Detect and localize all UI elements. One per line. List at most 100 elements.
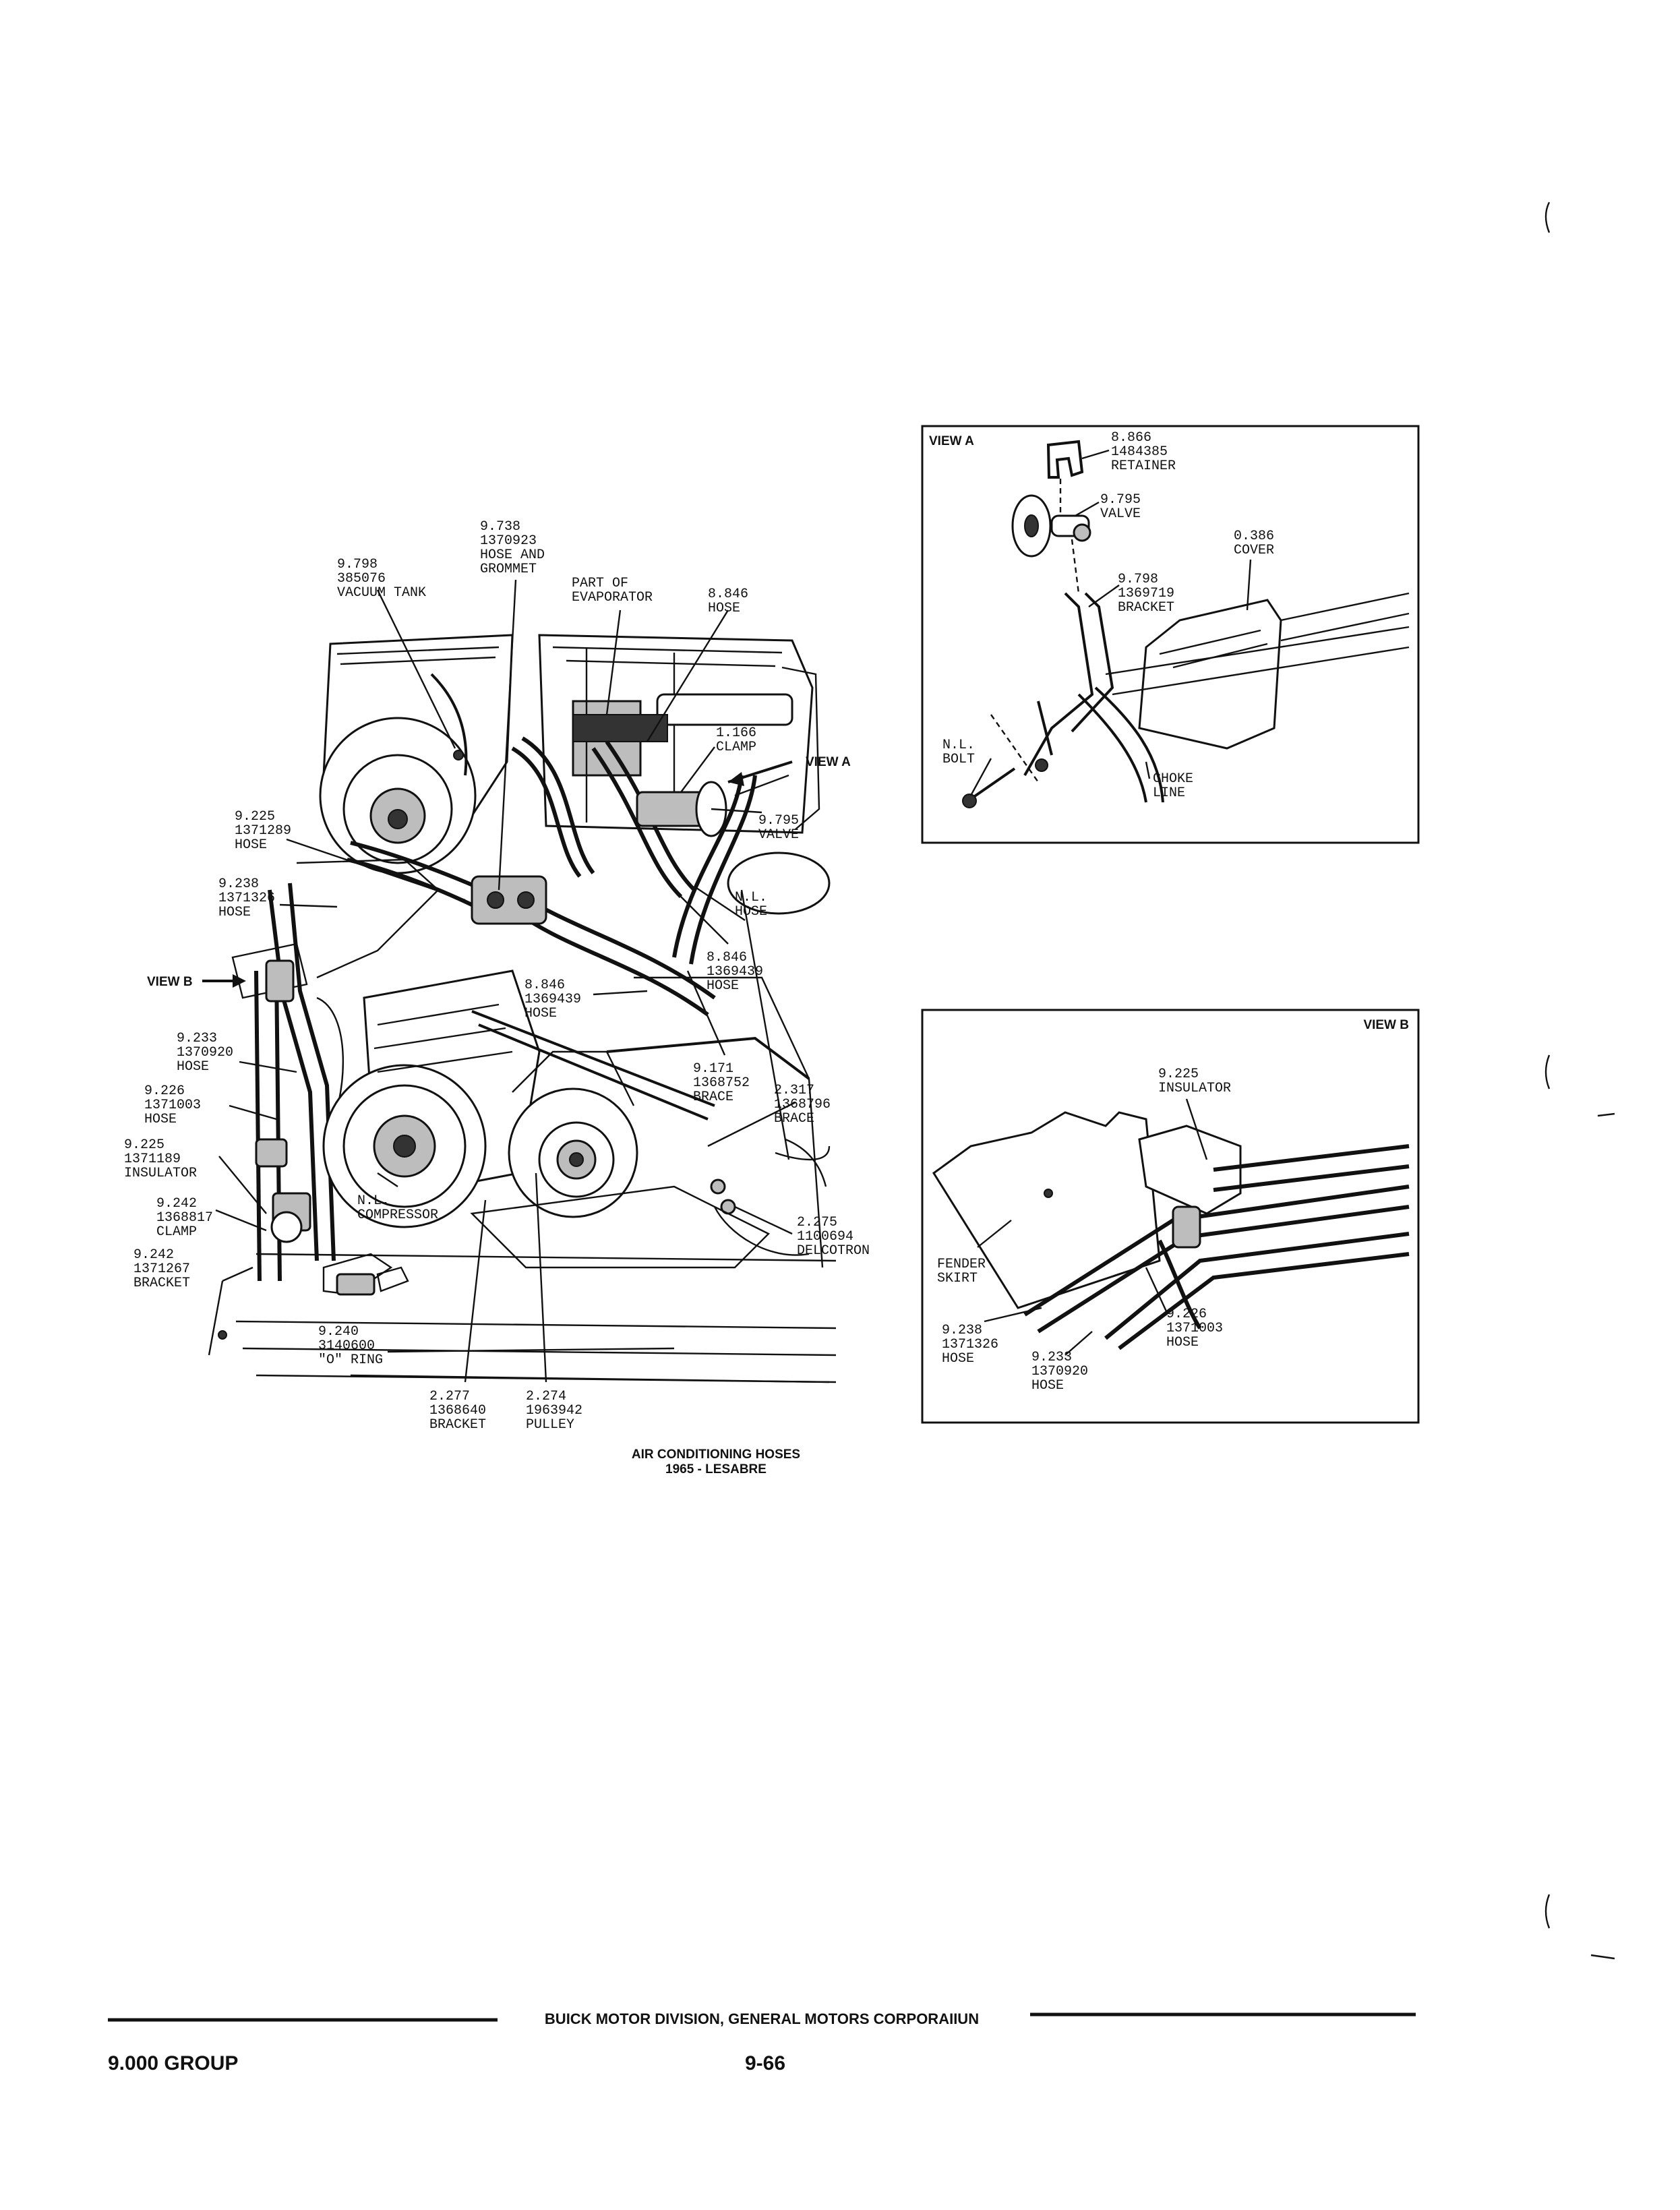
label-line: N.L.	[357, 1193, 390, 1209]
label-line: HOSE AND	[480, 547, 545, 563]
label-line: HOSE	[1166, 1335, 1199, 1350]
label-line: HOSE	[708, 601, 740, 616]
label-line: VIEW B	[147, 975, 193, 989]
label-line: 1371189	[124, 1152, 181, 1167]
label-view-b-ref: VIEW B	[147, 975, 193, 989]
label-line: "O" RING	[318, 1352, 383, 1368]
label-line: 1.166	[716, 725, 756, 741]
label-line: HOSE	[218, 905, 251, 920]
engine-illustration	[208, 634, 837, 1383]
label-line: 9.225	[235, 809, 275, 825]
label-line: 8.866	[1111, 430, 1151, 446]
label-line: 1100694	[797, 1229, 853, 1245]
label-line: 1371003	[1166, 1321, 1223, 1336]
label-line: 9.242	[133, 1247, 174, 1263]
footer-group: 9.000 GROUP	[108, 2052, 238, 2074]
label-line: 9.238	[942, 1323, 982, 1338]
label-line: N.L.	[735, 890, 767, 905]
label-line: 9.795	[758, 813, 799, 829]
label-line: 2.277	[429, 1389, 470, 1404]
label-line: HOSE	[942, 1351, 974, 1367]
label-line: CLAMP	[716, 740, 756, 755]
label-nl-hose: N.L.HOSE	[735, 890, 767, 920]
label-line: HOSE	[235, 837, 267, 853]
label-line: 9.795	[1100, 492, 1141, 508]
label-line: RETAINER	[1111, 458, 1176, 474]
label-line: 1368796	[774, 1097, 831, 1112]
label-line: COVER	[1234, 543, 1274, 558]
label-line: BRACKET	[429, 1417, 486, 1433]
label-line: 9.798	[1118, 572, 1158, 587]
label-line: PULLEY	[526, 1417, 574, 1433]
label-line: HOSE	[177, 1059, 209, 1075]
label-line: BRACE	[693, 1089, 733, 1105]
label-line: 9.738	[480, 519, 520, 535]
label-line: 1370923	[480, 533, 537, 549]
label-line: DELCOTRON	[797, 1243, 870, 1259]
label-line: 3140600	[318, 1338, 375, 1354]
label-line: 8.846	[708, 587, 748, 602]
label-line: HOSE	[1031, 1378, 1064, 1394]
footer-page: 9-66	[745, 2052, 785, 2074]
label-line: 9.226	[1166, 1307, 1207, 1322]
label-line: 9.238	[218, 876, 259, 892]
label-line: 1371326	[218, 891, 275, 906]
label-line: 1368640	[429, 1403, 486, 1418]
label-line: GROMMET	[480, 562, 537, 577]
label-line: 9.242	[156, 1196, 197, 1212]
footer: BUICK MOTOR DIVISION, GENERAL MOTORS COR…	[108, 2010, 1416, 2074]
label-line: LINE	[1153, 785, 1185, 801]
label-line: SKIRT	[937, 1271, 978, 1286]
label-line: 2.275	[797, 1215, 837, 1230]
label-line: INSULATOR	[1158, 1081, 1231, 1096]
label-line: 1965 - LESABRE	[665, 1462, 767, 1476]
label-line: HOSE	[707, 978, 739, 994]
label-line: 1370920	[177, 1045, 233, 1061]
leader-lines	[202, 579, 796, 1383]
label-line: BRACE	[774, 1111, 814, 1127]
label-line: 1369439	[707, 964, 763, 980]
view-a-bolt: N.L.BOLT	[942, 738, 975, 767]
view-b-title: VIEW B	[1363, 1018, 1409, 1032]
label-line: 2.317	[774, 1083, 814, 1098]
label-line: BRACKET	[1118, 600, 1174, 616]
label-line: BOLT	[942, 752, 975, 767]
label-line: 9.233	[177, 1031, 217, 1046]
label-line: 9.225	[124, 1137, 164, 1153]
label-line: HOSE	[735, 904, 767, 920]
view-a-title: VIEW A	[929, 434, 974, 448]
label-line: 1368817	[156, 1210, 213, 1226]
label-view-a-ref: VIEW A	[806, 755, 851, 769]
label-line: 1369439	[524, 992, 581, 1007]
label-line: PART OF	[572, 576, 628, 591]
label-line: 8.846	[524, 978, 565, 993]
label-line: 1963942	[526, 1403, 582, 1418]
label-line: CHOKE	[1153, 771, 1193, 787]
label-line: 1371267	[133, 1261, 190, 1277]
